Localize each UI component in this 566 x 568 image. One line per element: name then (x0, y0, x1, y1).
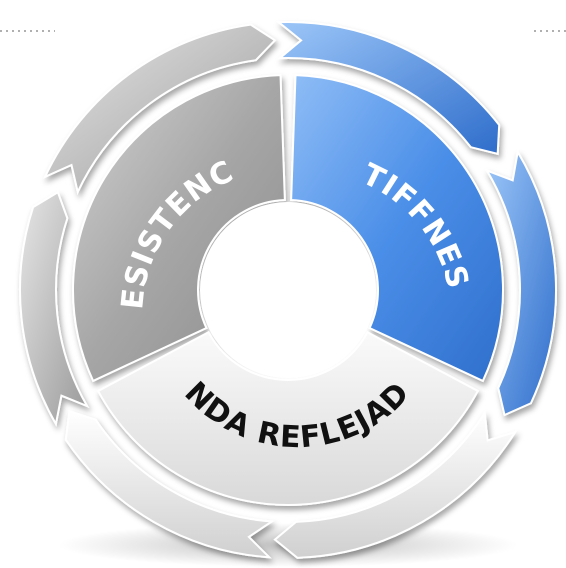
outer-arc-light-right (273, 409, 518, 559)
outer-arc-gray-lower (19, 190, 90, 427)
segment-resistencia (72, 74, 286, 383)
center-hole (200, 202, 376, 378)
outer-arc-light-left (64, 409, 275, 559)
outer-arc-blue-lower (484, 149, 557, 417)
segment-stiffness (290, 74, 504, 383)
outer-arc-gray-upper (43, 23, 277, 196)
segment-onda-reflejada (96, 330, 480, 506)
outer-arrow-ring (19, 21, 557, 559)
outer-arc-blue-upper (275, 21, 501, 156)
